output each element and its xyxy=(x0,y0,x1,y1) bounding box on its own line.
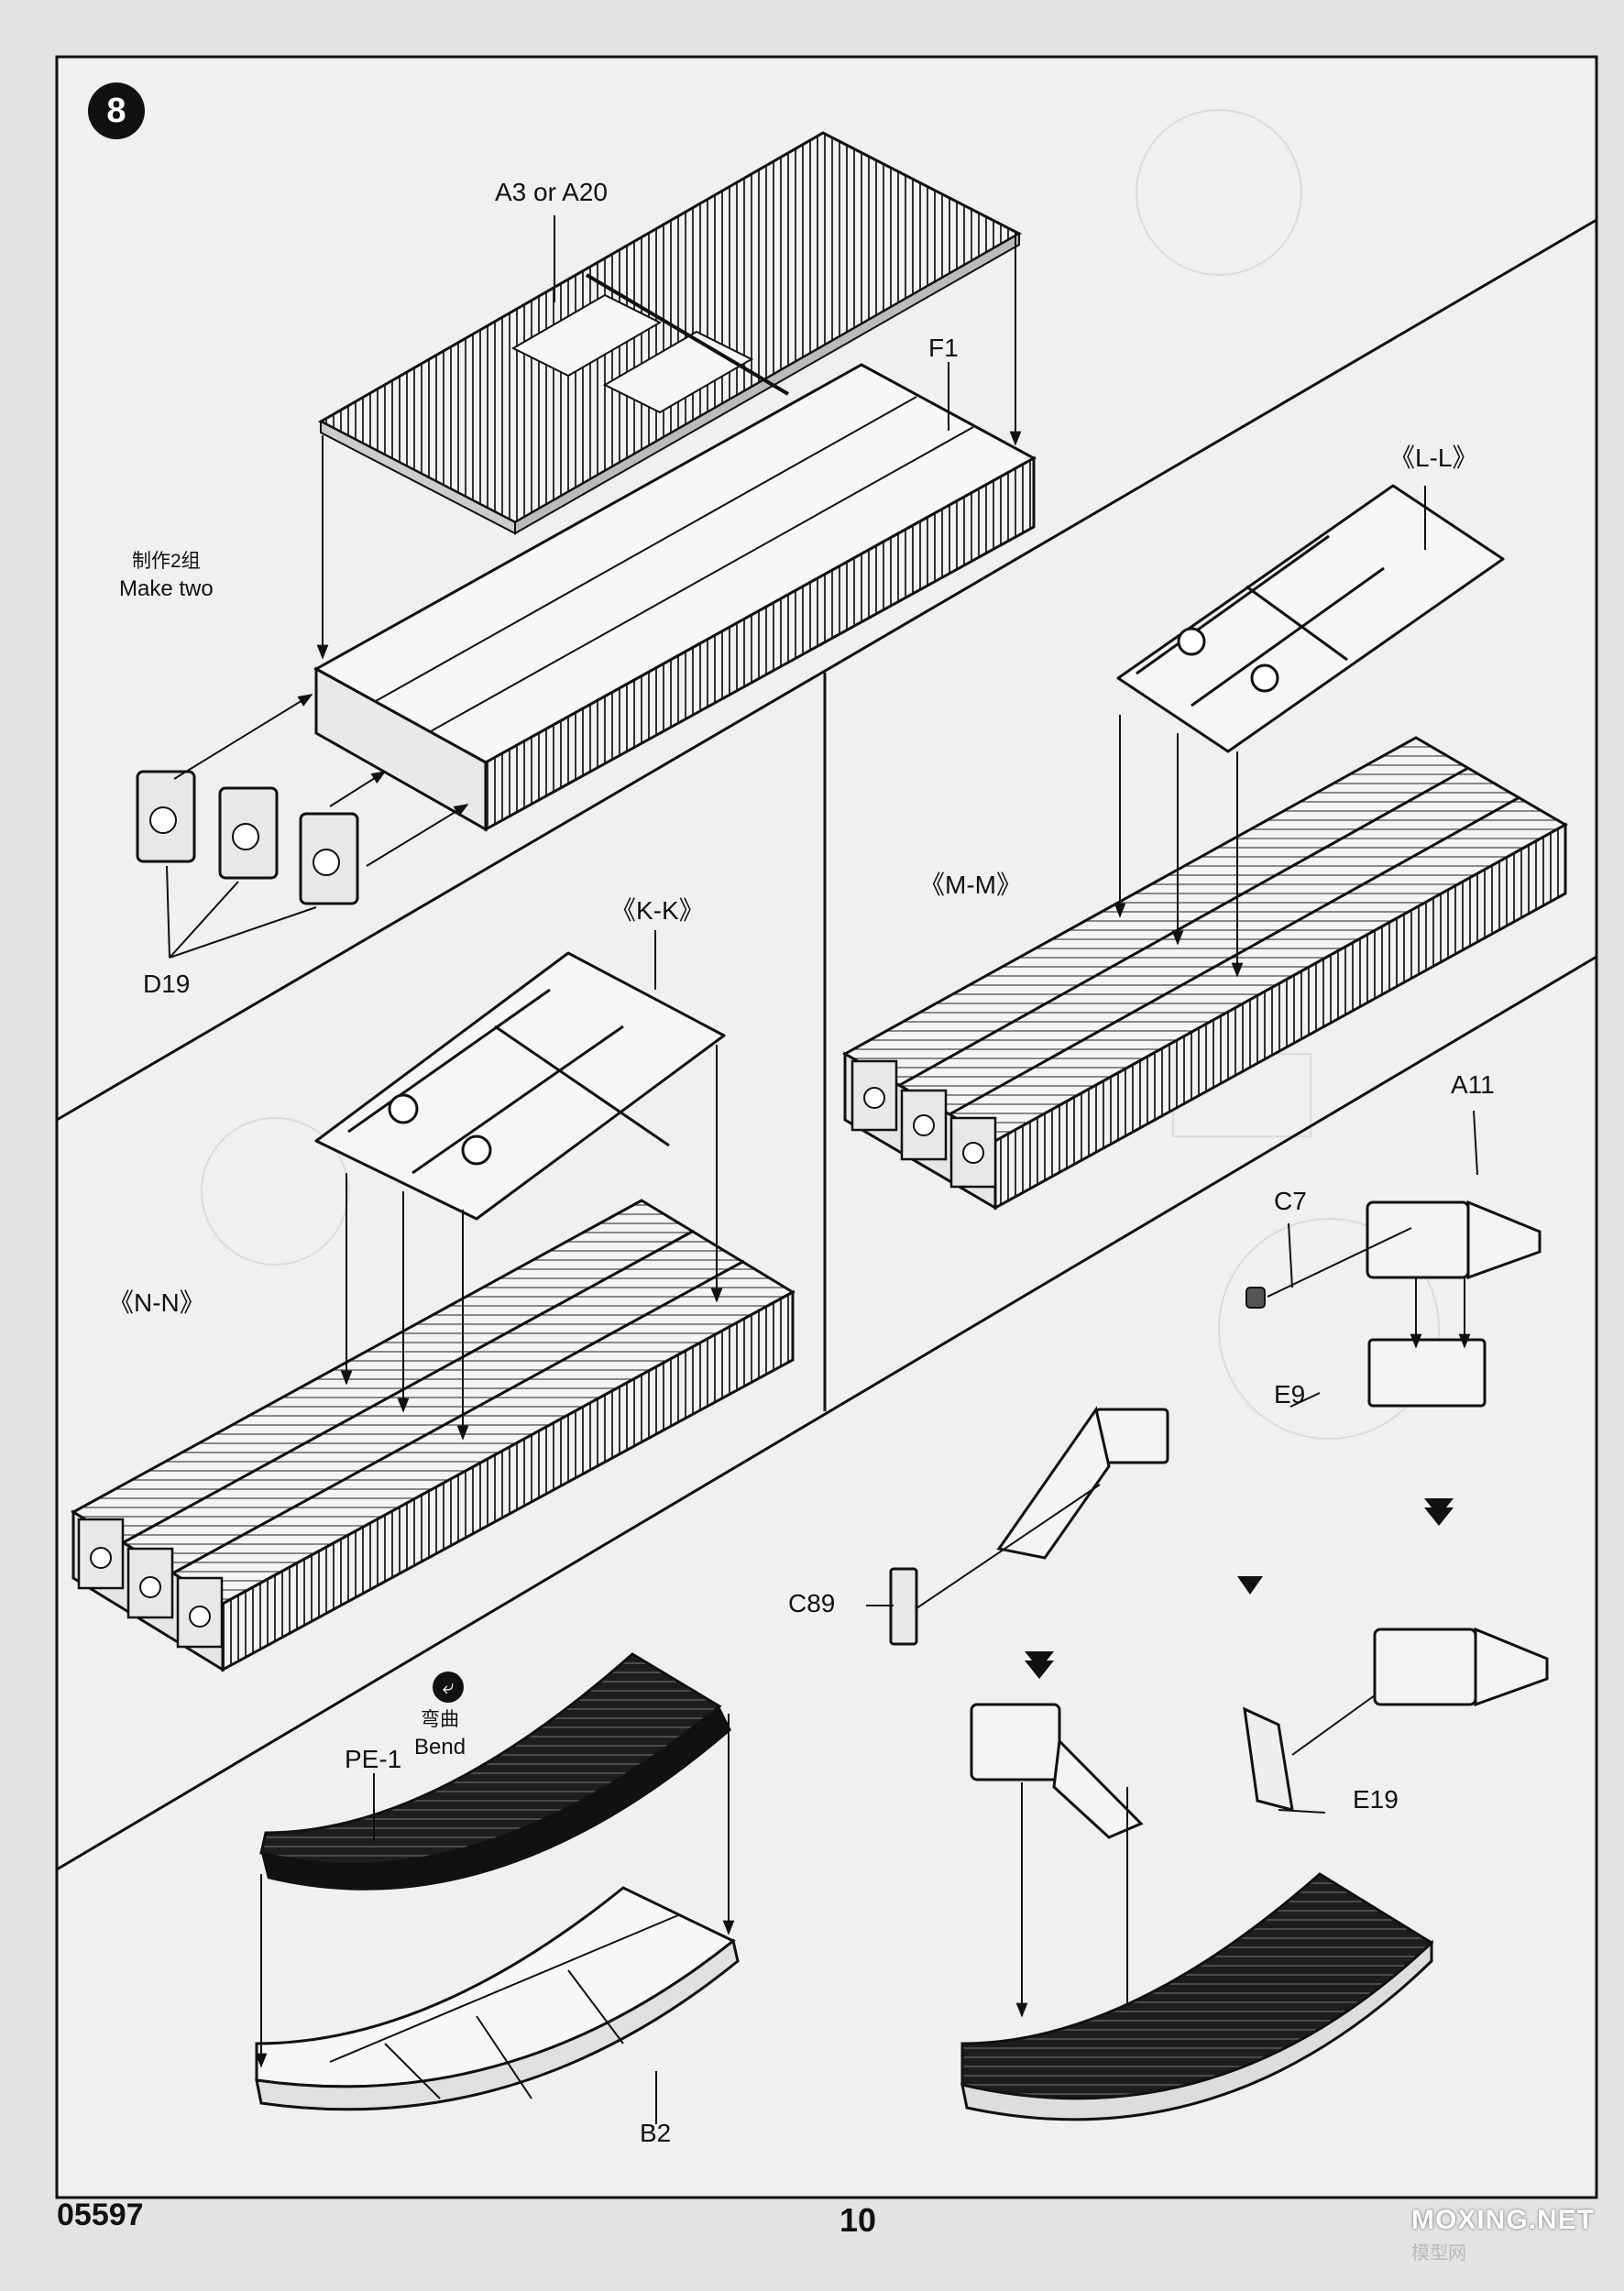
page-number: 10 xyxy=(839,2201,877,2239)
watermark: MOXING.NET xyxy=(1411,2205,1596,2235)
watermark-sub: 模型网 xyxy=(1411,2243,1466,2264)
label-c7: C7 xyxy=(1274,1187,1307,1215)
make-two-note: 制作2组 Make two xyxy=(119,548,214,603)
label-d19: D19 xyxy=(143,970,191,998)
track-assembly-right xyxy=(960,1872,1434,2121)
label-e9: E9 xyxy=(1274,1380,1306,1409)
label-a11: A11 xyxy=(1451,1070,1495,1099)
panel-divider xyxy=(56,218,1597,1122)
make-two-en: Make two xyxy=(119,576,214,601)
container-assembly xyxy=(136,131,1037,959)
label-e19: E19 xyxy=(1353,1785,1399,1814)
label-c89: C89 xyxy=(788,1589,836,1617)
label-nn: 《N-N》 xyxy=(108,1288,205,1317)
label-kk: 《K-K》 xyxy=(610,896,705,925)
label-ll: 《L-L》 xyxy=(1389,444,1478,472)
step-number-badge: 8 xyxy=(88,82,145,139)
mm-assembly xyxy=(841,484,1569,1211)
label-mm: 《M-M》 xyxy=(919,871,1022,899)
bend-en: Bend xyxy=(414,1735,466,1759)
bend-cn: 弯曲 xyxy=(421,1709,460,1730)
down-arrow-icon xyxy=(1424,1507,1454,1526)
panel-divider xyxy=(56,955,1597,1871)
kit-code: 05597 xyxy=(57,2198,144,2232)
make-two-cn: 制作2组 xyxy=(132,551,201,572)
label-f1: F1 xyxy=(928,334,959,362)
gearbox-assembly xyxy=(866,1110,1549,2027)
bend-note: 弯曲 Bend xyxy=(414,1706,466,1761)
label-pe1: PE-1 xyxy=(345,1745,402,1773)
track-assembly-left xyxy=(255,1652,740,2124)
label-b2: B2 xyxy=(640,2119,672,2147)
bend-icon: ⤶ xyxy=(433,1672,464,1703)
down-arrow-icon xyxy=(1237,1576,1263,1595)
nn-assembly xyxy=(71,930,796,1672)
label-a3-or-a20: A3 or A20 xyxy=(495,178,608,206)
down-arrow-icon xyxy=(1025,1661,1054,1679)
